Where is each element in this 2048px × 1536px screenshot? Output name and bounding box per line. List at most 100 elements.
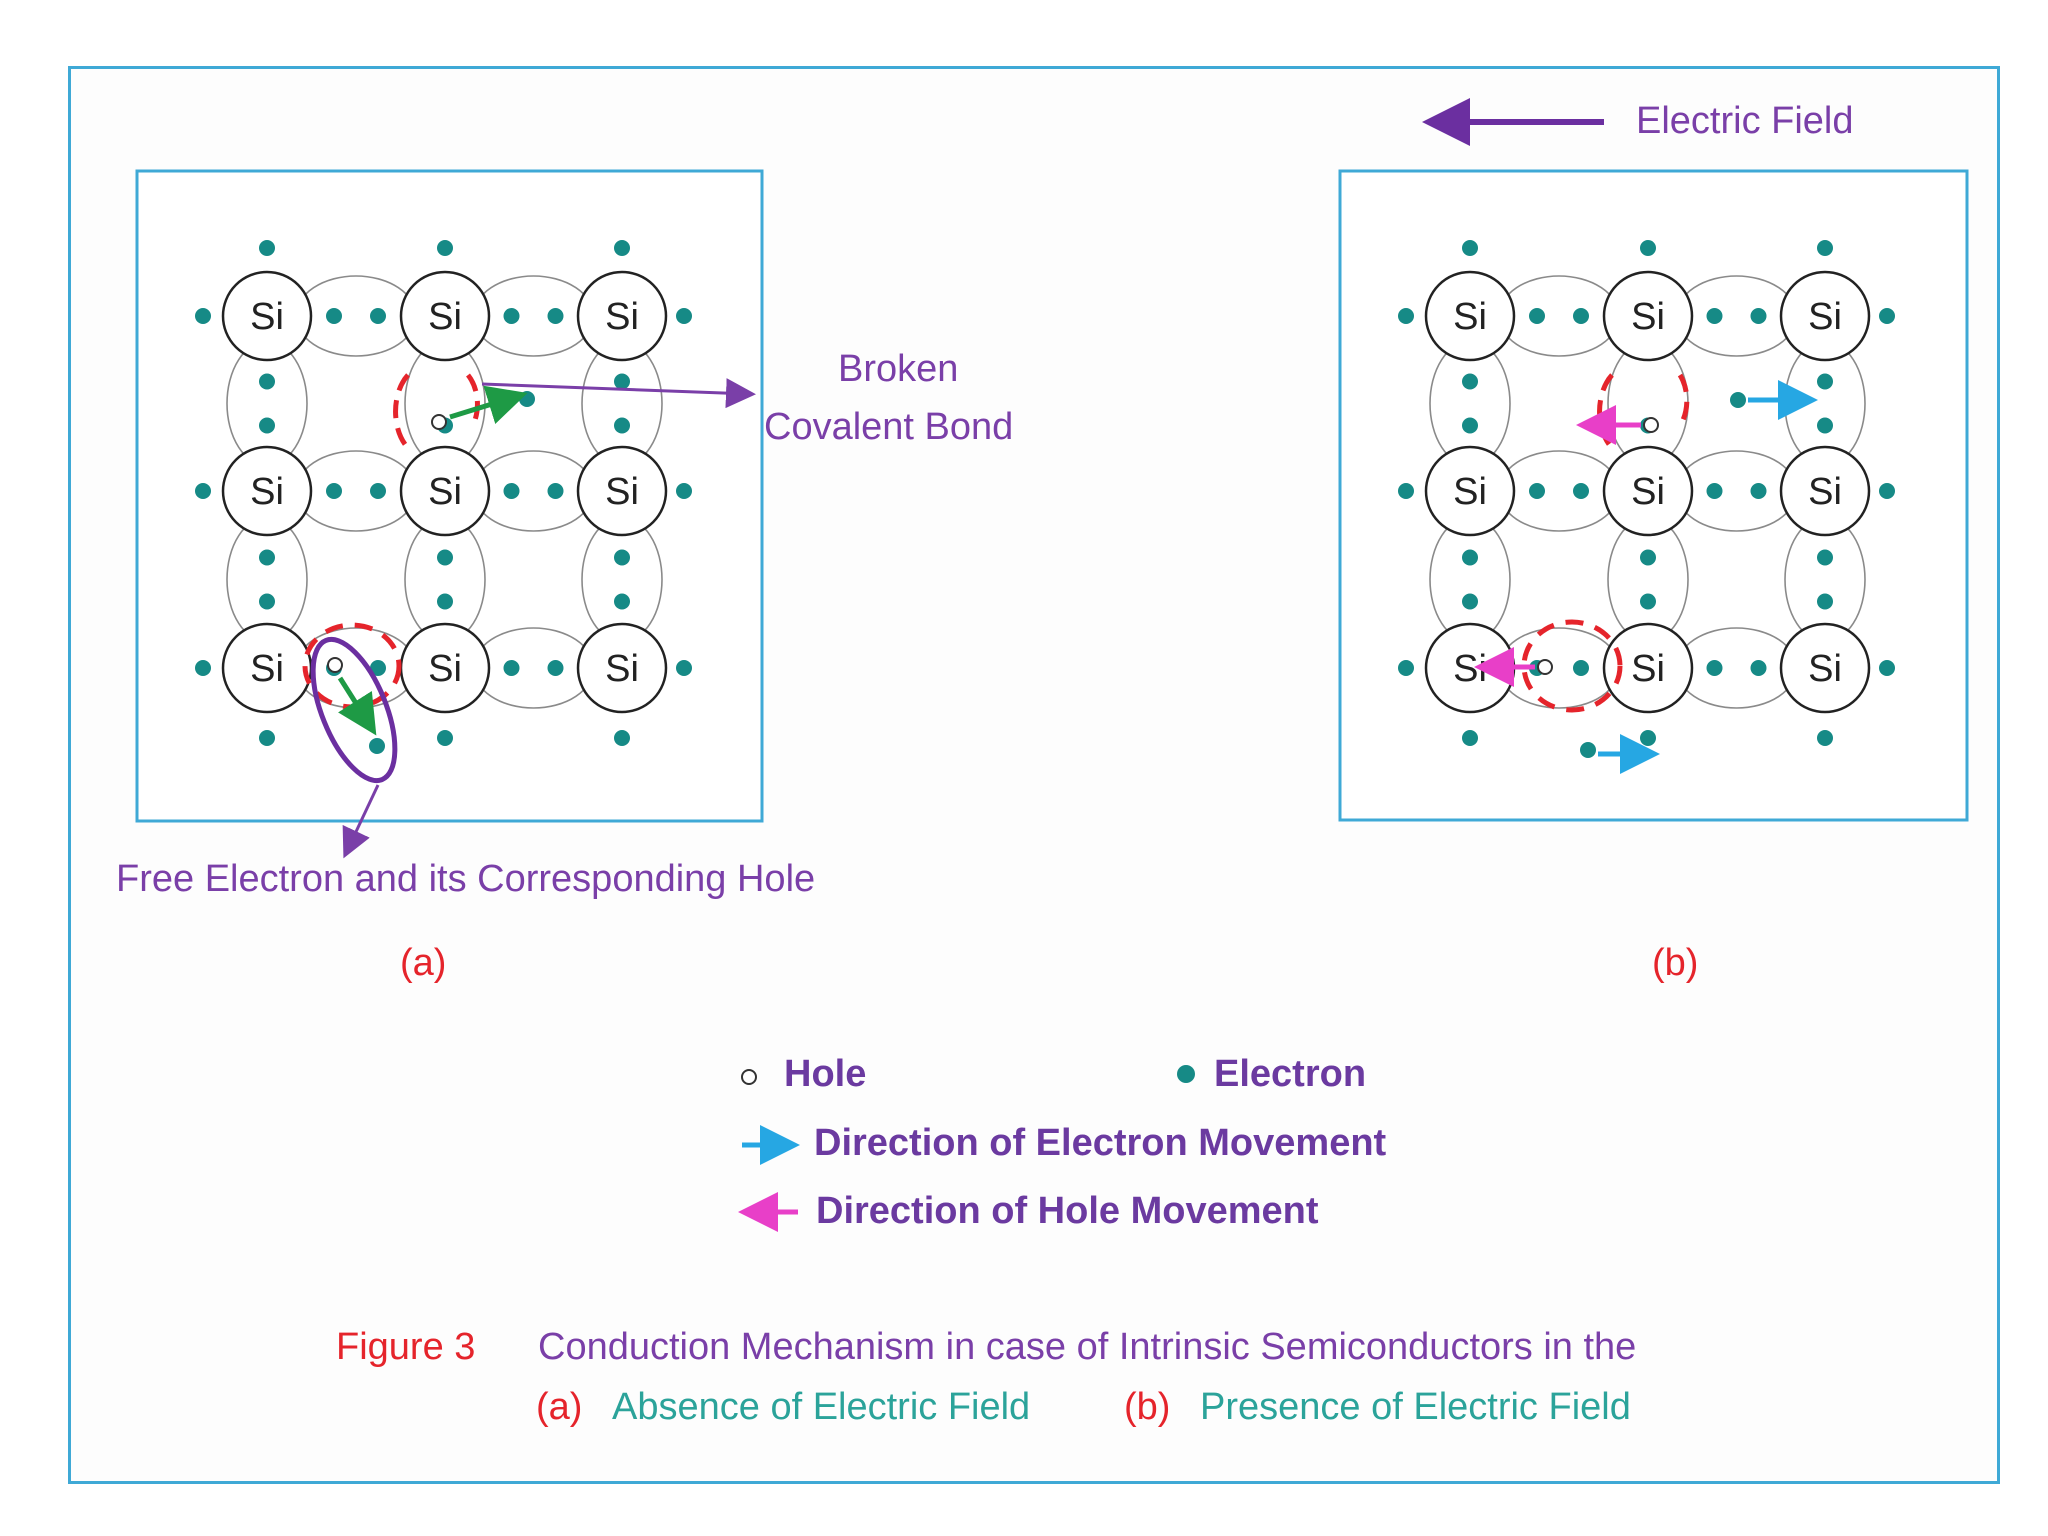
atom-label: Si: [428, 296, 462, 338]
silicon-atom: Si: [399, 445, 491, 537]
broken-bond-label-line1: Broken: [838, 348, 959, 390]
free-electron-dot: [1730, 392, 1746, 408]
atom-label: Si: [1808, 471, 1842, 513]
electron-dot: [1750, 660, 1767, 676]
electron-dot: [326, 308, 342, 324]
orbital-lobe: [1430, 838, 1510, 962]
electron-dot: [676, 483, 692, 499]
electron-dot: [1529, 308, 1545, 324]
electron-dot: [437, 240, 453, 256]
electron-dot: [1817, 549, 1833, 566]
electron-dot: [1879, 483, 1895, 499]
electron-dot: [1398, 308, 1414, 324]
orbital-lobe: [782, 628, 902, 708]
free-electron-pointer-arrow: [342, 784, 380, 859]
atom-label: Si: [428, 471, 462, 513]
legend-electron-label: Electron: [1214, 1053, 1367, 1095]
orbital-lobe: [1987, 628, 2048, 708]
silicon-atom: Si: [221, 622, 313, 714]
broken-bond-marker-top-right: [465, 373, 480, 421]
atom-label: Si: [605, 648, 639, 690]
free-electron-dot: [369, 738, 385, 754]
electron-dot: [547, 308, 564, 324]
electron-dot: [259, 373, 275, 390]
silicon-atom: Si: [1602, 270, 1694, 362]
electron-dot: [1462, 373, 1478, 390]
electron-dot: [614, 373, 630, 390]
caption-part-a-text: Absence of Electric Field: [612, 1386, 1031, 1428]
electron-dot: [503, 660, 520, 676]
electron-dot: [547, 660, 564, 676]
broken-bond-label-line2: Covalent Bond: [764, 406, 1014, 448]
electron-dot: [195, 483, 211, 499]
green-movement-arrow: [337, 676, 377, 736]
panel-b-conduction: [1422, 98, 1818, 774]
silicon-atom: Si: [1602, 445, 1694, 537]
electron-dot: [1750, 483, 1767, 499]
atom-label: Si: [1453, 296, 1487, 338]
atom-label: Si: [1631, 471, 1665, 513]
silicon-atom: Si: [221, 270, 313, 362]
atom-label: Si: [250, 648, 284, 690]
orbital-lobe: [0, 276, 117, 356]
electron-dot: [503, 483, 520, 499]
silicon-atom: Si: [399, 270, 491, 362]
electron-dot: [1879, 308, 1895, 324]
electron-dot: [195, 308, 211, 324]
electron-dot: [1750, 308, 1767, 324]
silicon-atom: Si: [576, 622, 668, 714]
legend-hole-movement-label: Direction of Hole Movement: [816, 1190, 1319, 1232]
orbital-lobe: [1200, 276, 1320, 356]
electron-dot: [1817, 417, 1833, 434]
electron-dot: [614, 730, 630, 746]
silicon-atom: Si: [1424, 445, 1516, 537]
electron-dot: [259, 549, 275, 566]
free-electron-dot: [519, 391, 535, 407]
silicon-atom: Si: [576, 270, 668, 362]
electron-dot: [1640, 549, 1656, 566]
broken-bond-marker-top: [393, 373, 410, 450]
electron-dot: [614, 240, 630, 256]
electron-dot: [1462, 593, 1478, 610]
legend-electron-symbol: [1177, 1065, 1195, 1083]
caption-figure-number: Figure 3: [336, 1326, 476, 1368]
orbital-lobe: [405, 29, 485, 153]
legend-hole-label: Hole: [784, 1053, 867, 1095]
atom-label: Si: [250, 471, 284, 513]
hole-dot: [1643, 417, 1659, 433]
caption-part-b-tag: (b): [1124, 1386, 1171, 1428]
silicon-atom: Si: [1779, 270, 1871, 362]
silicon-atom: Si: [221, 445, 313, 537]
atom-label: Si: [250, 296, 284, 338]
electron-dot: [614, 593, 630, 610]
electron-dot: [1462, 240, 1478, 256]
green-movement-arrow: [449, 385, 528, 424]
electron-dot: [1640, 593, 1656, 610]
electron-dot: [1640, 240, 1656, 256]
electron-dot: [1398, 483, 1414, 499]
orbital-lobe: [227, 29, 307, 153]
silicon-atom: Si: [1779, 445, 1871, 537]
electron-dot: [437, 730, 453, 746]
electron-dot: [1706, 483, 1723, 499]
hole-dot: [327, 657, 343, 673]
electron-dot: [437, 549, 453, 566]
atom-label: Si: [1453, 648, 1487, 690]
orbital-lobe: [1785, 838, 1865, 962]
orbital-lobe: [0, 628, 117, 708]
electron-dot: [503, 308, 520, 324]
caption-part-a-tag: (a): [536, 1386, 583, 1428]
atom-label: Si: [428, 648, 462, 690]
atom-label: Si: [605, 471, 639, 513]
orbital-lobe: [0, 451, 117, 531]
silicon-atom: Si: [576, 445, 668, 537]
free-electron-hole-highlight: [310, 636, 398, 784]
atom-label: Si: [1631, 648, 1665, 690]
atom-label: Si: [1453, 471, 1487, 513]
electron-dot: [676, 308, 692, 324]
panel-a-label: (a): [400, 942, 447, 984]
electron-dot: [1706, 660, 1723, 676]
